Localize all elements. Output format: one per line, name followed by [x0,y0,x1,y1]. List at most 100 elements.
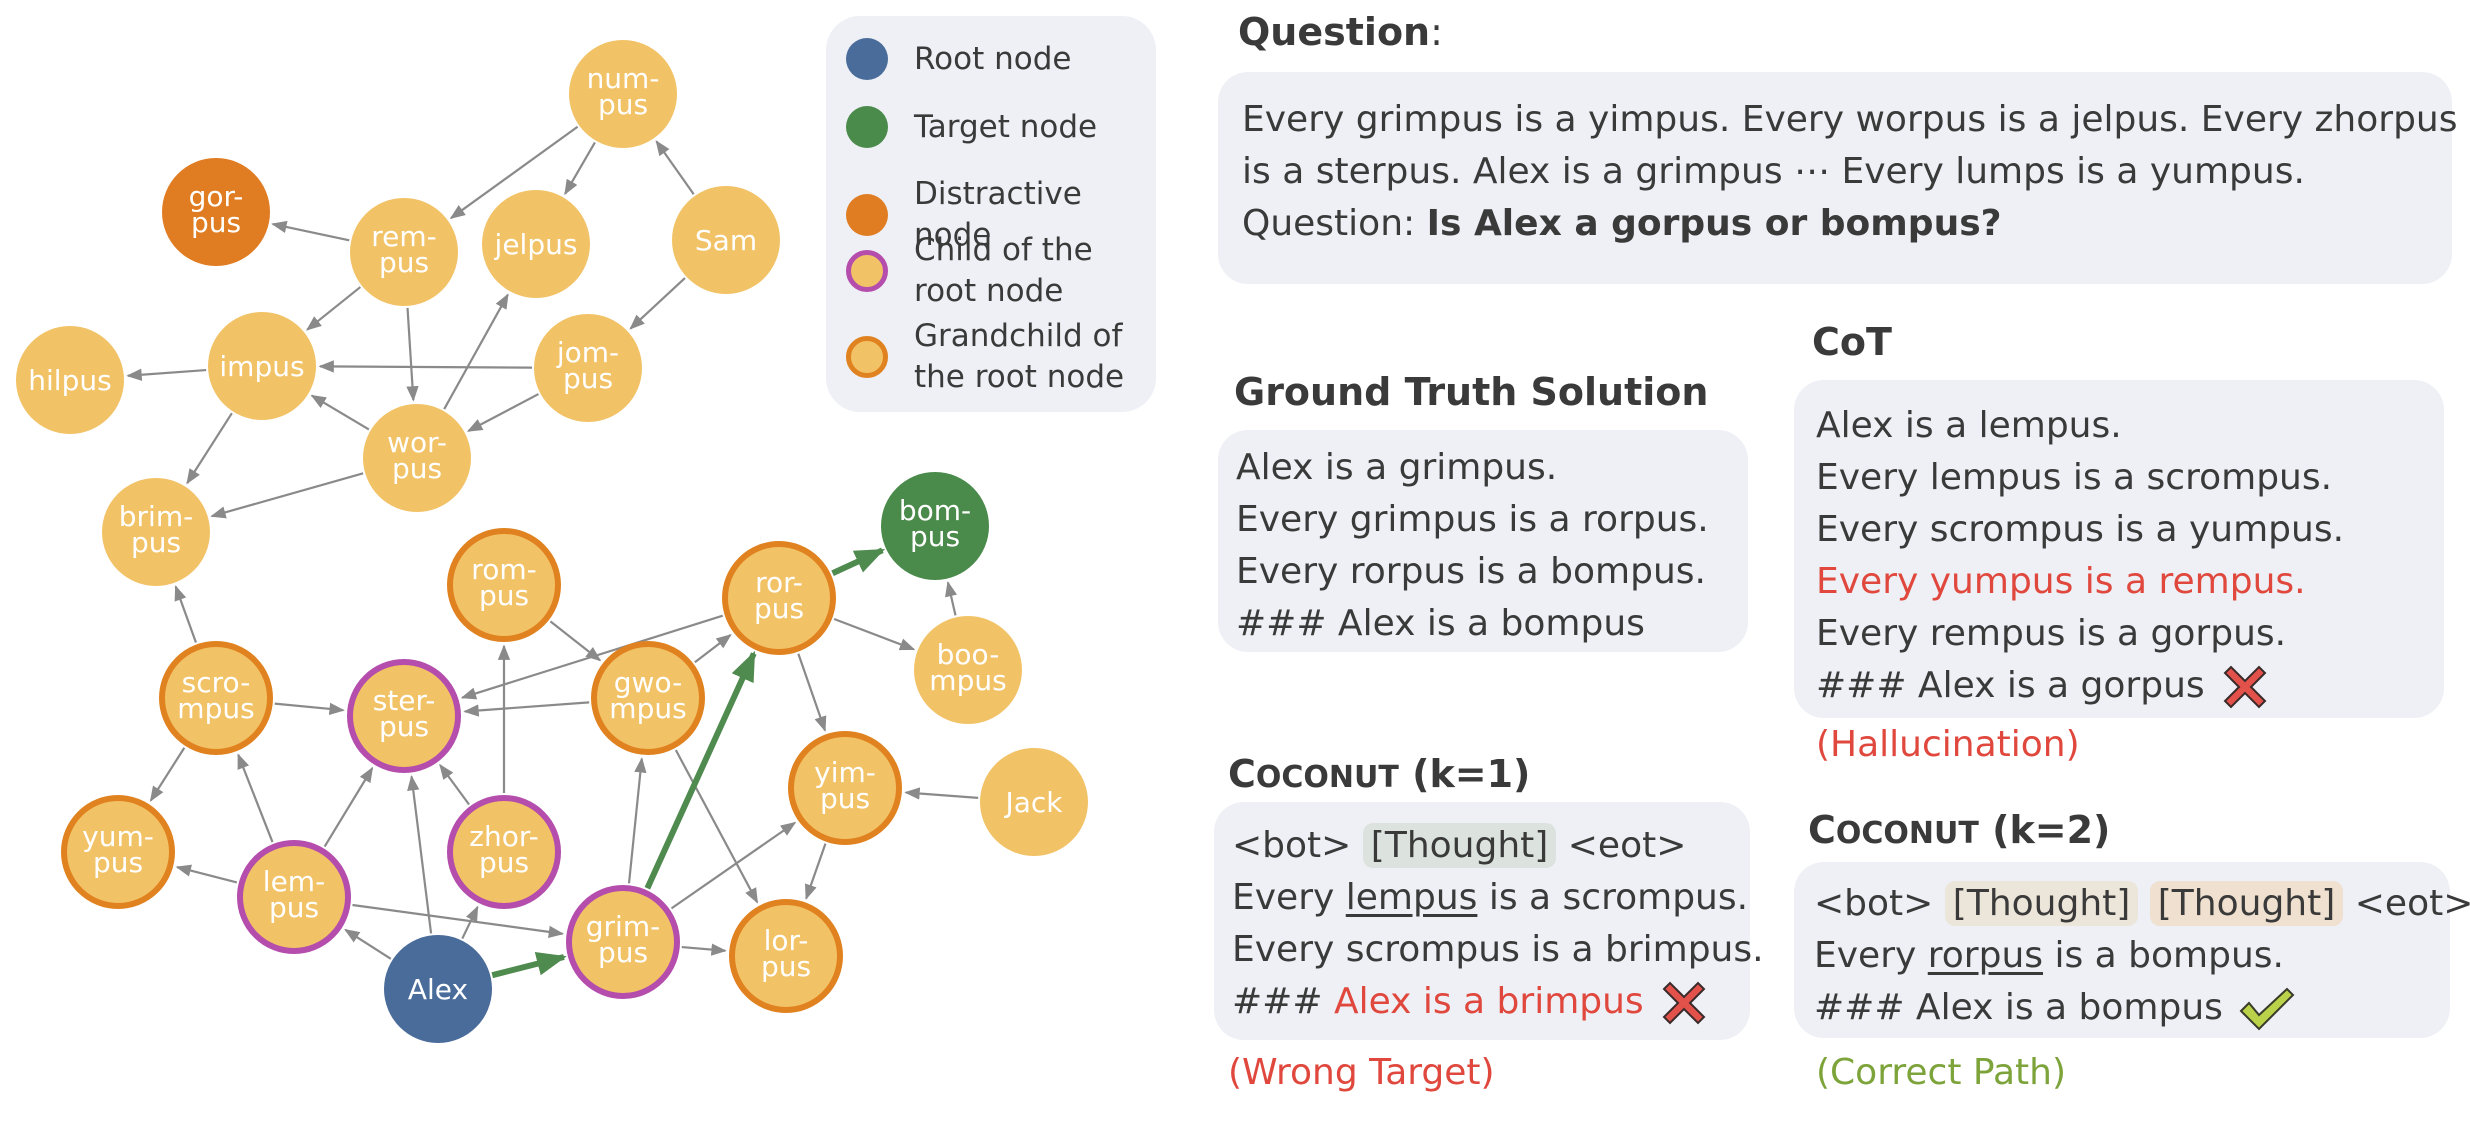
edge-worpus-to-jelpus [443,293,509,410]
legend-item-distractive: Distractive node [846,174,1156,256]
legend-item-child: Child of the root node [846,230,1114,312]
legend-label: Root node [914,40,1072,77]
legend-dot-target [846,106,888,148]
node-circle [350,198,458,306]
node-gwompus: gwo-mpus [591,641,705,755]
coconut2-text: is a bompus. [2043,935,2284,976]
coconut2-line: Every rorpus is a bompus. [1814,930,2430,982]
question-prefix: Question: [1242,203,1427,244]
edge-jompus-to-worpus [466,393,539,432]
edge-zhorpus-to-sterpus [439,763,470,806]
node-lempus: lem-pus [237,840,351,954]
node-boompus: boo-mpus [914,616,1022,724]
node-circle [384,935,492,1043]
node-circle [914,616,1022,724]
coconut1-title-initial: C [1228,752,1256,796]
edge-grimpus-to-gwompus [627,757,647,884]
coconut1-title-k: (k=1) [1398,752,1531,796]
cross-icon [2223,665,2267,709]
bot-token: <bot> [1232,825,1352,866]
node-impus: impus [208,312,316,420]
node-circle [447,528,561,642]
node-yumpus: yum-pus [61,795,175,909]
coconut1-box: <bot> [Thought] <eot> Every lempus is a … [1214,802,1764,1040]
edge-numpus-to-rempus [449,125,579,219]
coconut1-answer-line: ### Alex is a brimpus [1232,976,1732,1029]
edge-sam-to-jompus [629,277,686,330]
edge-yimpus-to-lorpus [804,843,827,900]
question-title-colon: : [1430,10,1443,54]
question-box: Every grimpus is a yimpus. Every worpus … [1218,72,2458,284]
node-hilpus: hilpus [16,326,124,434]
coconut1-line: Every lempus is a scrompus. [1232,872,1748,924]
node-rorpus: ror-pus [722,541,836,655]
edge-lempus-to-yumpus [175,864,238,884]
cot-box: Alex is a lempus. Every lempus is a scro… [1794,380,2444,718]
node-label: gwo-mpus [609,666,686,725]
node-circle [159,641,273,755]
coconut1-title: COCONUT (k=1) [1228,752,1530,796]
edge-alex-to-grimpus [491,952,567,979]
node-circle [363,404,471,512]
edge-jompus-to-impus [318,360,533,373]
question-bold: Is Alex a gorpus or bompus? [1426,203,2002,244]
node-circle [482,190,590,298]
node-alex: Alex [384,935,492,1043]
node-bompus: bom-pus [881,472,989,580]
edge-grimpus-to-yimpus [670,821,797,910]
node-rompus: rom-pus [447,528,561,642]
coconut1-text: Every [1232,877,1346,918]
coconut1-text: is a scrompus. [1477,877,1749,918]
question-title: Question: [1238,10,1443,54]
node-label: wor-pus [387,426,447,485]
node-circle [722,541,836,655]
cot-title: CoT [1812,320,1892,364]
bot-token: <bot> [1814,883,1934,924]
edge-lempus-to-grimpus [352,903,565,938]
coconut2-box: <bot> [Thought] [Thought] <eot> Every ro… [1794,862,2470,1038]
edge-impus-to-hilpus [126,368,207,381]
ground-truth-title: Ground Truth Solution [1234,370,1709,414]
node-label: lor-pus [761,924,811,983]
node-circle [569,40,677,148]
edge-jack-to-yimpus [904,787,979,800]
node-label: brim-pus [119,500,193,559]
ground-truth-line: Alex is a grimpus. [1236,447,1558,488]
cot-hallucinated-line: Every yumpus is a rempus. [1816,561,2306,602]
edge-grimpus-to-rorpus [644,650,757,890]
thought-token: [Thought] [1944,881,2139,926]
edge-worpus-to-impus [310,394,370,431]
node-label: Jack [1003,786,1063,819]
node-jack: Jack [980,748,1088,856]
node-label: ror-pus [754,566,804,625]
cot-answer-line: ### Alex is a gorpus [1816,660,2422,713]
coconut1-underlined-node: lempus [1345,877,1478,918]
eot-token: <eot> [1567,825,1687,866]
coconut2-title-k: (k=2) [1978,808,2111,852]
coconut2-caption: (Correct Path) [1816,1052,2067,1093]
edge-alex-to-lempus [344,928,392,960]
node-label: rem-pus [371,220,437,279]
coconut2-title-smallcaps: OCONUT [1835,816,1979,851]
question-title-text: Question [1238,10,1431,54]
coconut2-line: <bot> [Thought] [Thought] <eot> [1814,878,2470,930]
thought-token: [Thought] [2149,881,2344,926]
edge-rompus-to-gwompus [549,620,602,662]
eot-token: <eot> [2354,883,2470,924]
legend-label: Target node [914,108,1098,145]
node-sam: Sam [672,186,780,294]
node-circle [102,478,210,586]
edge-alex-to-sterpus [407,775,433,934]
node-rempus: rem-pus [350,198,458,306]
edge-sam-to-numpus [655,140,695,195]
coconut1-caption: (Wrong Target) [1228,1052,1495,1093]
edge-worpus-to-brimpus [210,472,364,519]
legend-dot-child [846,250,888,292]
node-label: scro-mpus [177,666,254,725]
node-circle [208,312,316,420]
coconut2-text: Every [1814,935,1928,976]
node-label: yim-pus [814,756,876,815]
node-circle [16,326,124,434]
node-label: num-pus [587,62,660,121]
node-label: rom-pus [471,553,536,612]
